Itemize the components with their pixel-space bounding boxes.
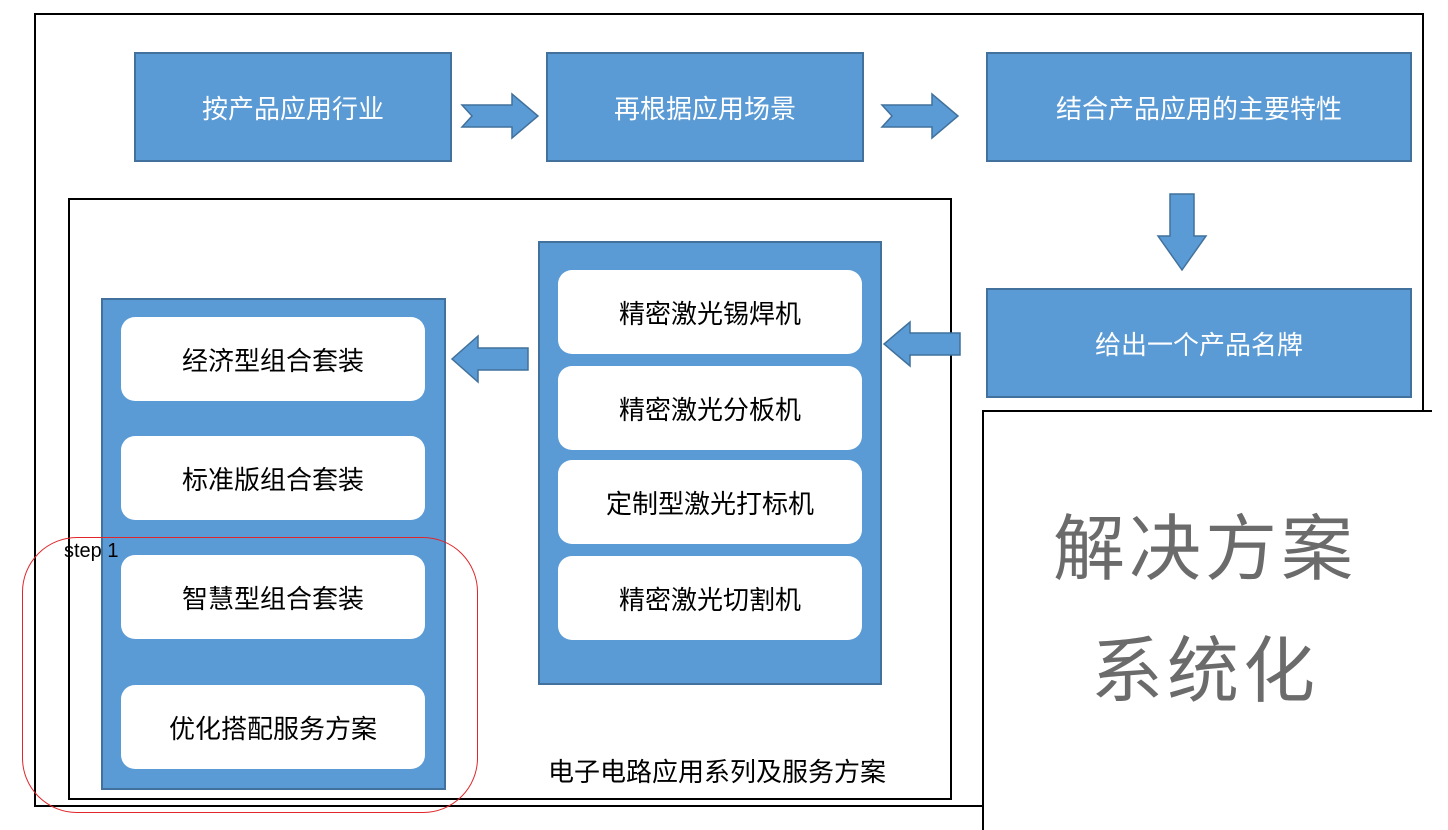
title-area (982, 410, 1432, 830)
step-scenario-box: 再根据应用场景 (546, 52, 864, 162)
nameplate-box: 给出一个产品名牌 (986, 288, 1412, 398)
arrow-right-icon (880, 92, 960, 140)
title-line-2: 系统化 (1090, 629, 1319, 713)
step-highlight-ellipse (22, 537, 478, 813)
title-line-1: 解决方案 (1052, 507, 1357, 591)
step-features-box: 结合产品应用的主要特性 (986, 52, 1412, 162)
product-card: 精密激光分板机 (558, 366, 862, 450)
arrow-left-icon (450, 334, 529, 384)
step-label: step 1 (64, 540, 119, 562)
package-card: 智慧型组合套装 (121, 555, 425, 639)
package-card: 优化搭配服务方案 (121, 685, 425, 769)
arrow-left-icon (882, 320, 961, 368)
package-card: 标准版组合套装 (121, 436, 425, 520)
product-card: 精密激光锡焊机 (558, 270, 862, 354)
product-card: 精密激光切割机 (558, 556, 862, 640)
series-group-label: 电子电路应用系列及服务方案 (548, 757, 887, 788)
product-card: 定制型激光打标机 (558, 460, 862, 544)
package-card: 经济型组合套装 (121, 317, 425, 401)
series-group-frame (68, 198, 952, 800)
arrow-down-icon (1156, 193, 1208, 272)
step-industry-box: 按产品应用行业 (134, 52, 452, 162)
arrow-right-icon (460, 92, 540, 140)
